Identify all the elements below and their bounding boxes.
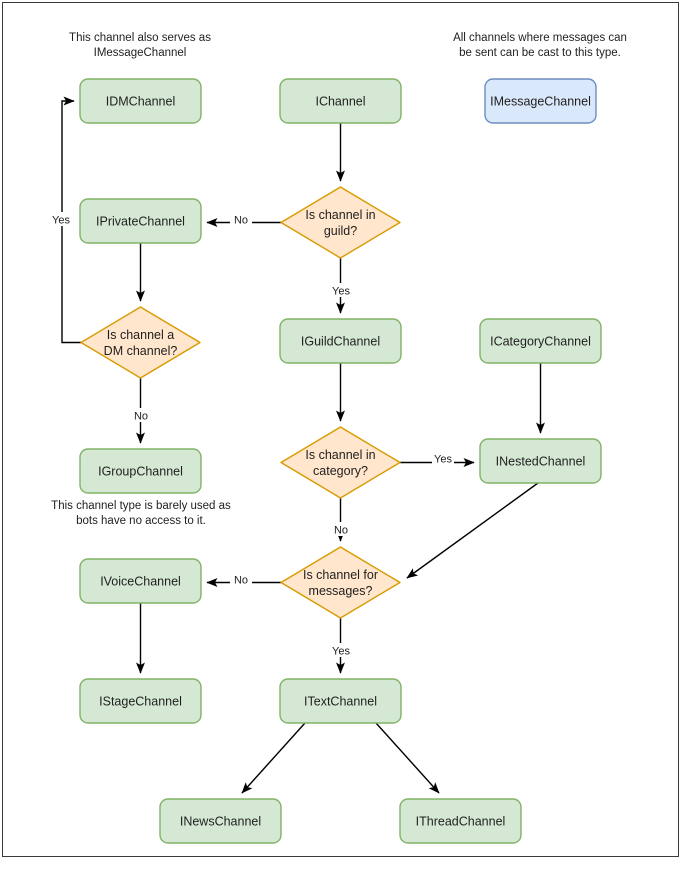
nodes-layer: IDMChannel IChannel IMessageChannelIPrivat…: [79, 78, 602, 844]
edge-label: Yes: [332, 646, 350, 658]
edge-label-bg: [230, 572, 252, 586]
decision-diamond[interactable]: [280, 546, 401, 619]
process-box[interactable]: [279, 318, 402, 364]
process-box[interactable]: [399, 798, 522, 844]
edge-line: [406, 482, 539, 579]
flow-node[interactable]: INestedChannel: [479, 438, 602, 484]
node-label: INewsChannel: [180, 815, 261, 829]
process-box[interactable]: [159, 798, 282, 844]
process-box[interactable]: [279, 678, 402, 724]
edge: No: [330, 498, 352, 542]
edge: Yes: [50, 96, 81, 344]
edge-label-bg: [230, 212, 252, 226]
process-box[interactable]: [79, 448, 202, 494]
flow-node[interactable]: IMessageChannel: [484, 78, 597, 124]
edge-label-bg: [330, 522, 352, 536]
flow-node[interactable]: IPrivateChannel: [79, 198, 202, 244]
edge: No: [206, 572, 281, 587]
process-box[interactable]: [79, 78, 202, 124]
process-box[interactable]: [279, 78, 402, 124]
node-label: ITextChannel: [304, 695, 377, 709]
edge-label-bg: [432, 451, 454, 465]
edge-label: No: [234, 215, 248, 227]
edge-label: Yes: [434, 454, 452, 466]
edge-label-bg: [50, 212, 72, 226]
process-box[interactable]: [479, 438, 602, 484]
process-box[interactable]: [79, 198, 202, 244]
edge-label-bg: [330, 283, 352, 297]
edge: [241, 722, 306, 794]
decision-diamond[interactable]: [280, 426, 401, 499]
edge: No: [206, 212, 281, 227]
node-label: ICategoryChannel: [490, 335, 591, 349]
flow-node[interactable]: ICategoryChannel: [479, 318, 602, 364]
process-box[interactable]: [79, 678, 202, 724]
flow-node[interactable]: IVoiceChannel: [79, 558, 202, 604]
flow-node[interactable]: IChannel: [279, 78, 402, 124]
flow-node[interactable]: IGuildChannel: [279, 318, 402, 364]
edge: [375, 722, 440, 794]
edge-label: No: [134, 411, 148, 423]
process-box[interactable]: [484, 78, 597, 124]
edge: No: [130, 378, 152, 444]
process-box[interactable]: [79, 558, 202, 604]
edge-label: No: [234, 575, 248, 587]
node-label: IGroupChannel: [98, 465, 183, 479]
edge-line: [241, 722, 306, 794]
edge: Yes: [330, 258, 352, 314]
node-label: IMessageChannel: [490, 95, 591, 109]
edge-label-bg: [130, 408, 152, 422]
node-label: IThreadChannel: [416, 815, 506, 829]
edge-label: No: [334, 525, 348, 537]
decision-diamond[interactable]: [280, 186, 401, 259]
edge: Yes: [330, 618, 352, 674]
decision-diamond[interactable]: [80, 306, 201, 379]
node-label: IStageChannel: [99, 695, 182, 709]
edge-label: Yes: [332, 286, 350, 298]
edge-line: [375, 722, 440, 794]
flow-node[interactable]: IStageChannel: [79, 678, 202, 724]
edge: Yes: [400, 451, 475, 467]
edge: [406, 482, 539, 579]
node-label: IChannel: [315, 95, 365, 109]
process-box[interactable]: [479, 318, 602, 364]
node-label: IGuildChannel: [301, 335, 380, 349]
flow-node[interactable]: IThreadChannel: [399, 798, 522, 844]
edge-label-bg: [330, 643, 352, 657]
flow-node[interactable]: IGroupChannel: [79, 448, 202, 494]
node-label: IVoiceChannel: [100, 575, 181, 589]
node-label: IPrivateChannel: [96, 215, 185, 229]
edge-label: Yes: [52, 215, 70, 227]
flow-node[interactable]: INewsChannel: [159, 798, 282, 844]
node-label: INestedChannel: [496, 455, 586, 469]
flow-node[interactable]: IDMChannel: [79, 78, 202, 124]
node-label: IDMChannel: [106, 95, 175, 109]
flow-node[interactable]: ITextChannel: [279, 678, 402, 724]
